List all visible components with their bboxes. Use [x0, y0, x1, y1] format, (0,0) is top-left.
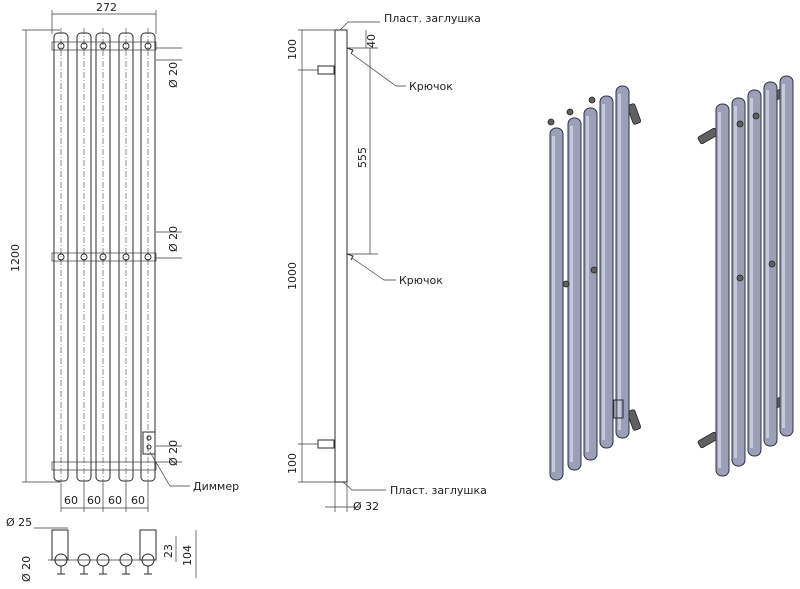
isometric-view-back: [697, 75, 794, 477]
bottom-view: Ø 25 Ø 20 23 104: [6, 516, 197, 582]
diameter-20-bottom: Ø 20: [167, 440, 180, 466]
front-pipes: [51, 28, 157, 486]
dim-bottom-offset: 100: [286, 453, 299, 474]
spacing-60-1: 60: [64, 494, 78, 507]
dim-23: 23: [162, 544, 175, 558]
diameter-32-label: Ø 32: [353, 500, 379, 513]
spacing-60-2: 60: [87, 494, 101, 507]
front-view: 272 1200: [9, 1, 239, 512]
dimmer-3d: [613, 399, 624, 419]
bottom-cap-label: Пласт. заглушка: [390, 484, 487, 497]
dim-555: 555: [356, 147, 369, 168]
dim-40: 40: [365, 34, 378, 48]
diameter-25-label: Ø 25: [6, 516, 32, 529]
hook-middle: [346, 253, 354, 261]
diameter-20-middle: Ø 20: [167, 226, 180, 252]
diameter-20-top: Ø 20: [167, 62, 180, 88]
bottom-bracket: [317, 439, 335, 449]
hook-top: [346, 47, 354, 55]
dim-1000: 1000: [286, 262, 299, 290]
top-bracket: [317, 65, 335, 75]
diameter-20-bottom-view: Ø 20: [20, 556, 33, 582]
dim-104: 104: [181, 545, 194, 566]
side-view: Пласт. заглушка Пласт. заглушка Крючок К…: [286, 12, 487, 513]
side-pipe: [334, 29, 348, 483]
isometric-view-front: [547, 85, 642, 481]
dimmer-box: [142, 431, 156, 455]
dimmer-label: Диммер: [193, 480, 239, 493]
front-width-dimension: 272: [96, 1, 117, 14]
spacing-60-4: 60: [131, 494, 145, 507]
hook-label-middle: Крючок: [399, 274, 443, 287]
spacing-60-3: 60: [108, 494, 122, 507]
dim-top-offset: 100: [286, 39, 299, 60]
hook-label-top: Крючок: [409, 80, 453, 93]
top-cap-label: Пласт. заглушка: [384, 12, 481, 25]
front-height-dimension: 1200: [9, 244, 22, 272]
